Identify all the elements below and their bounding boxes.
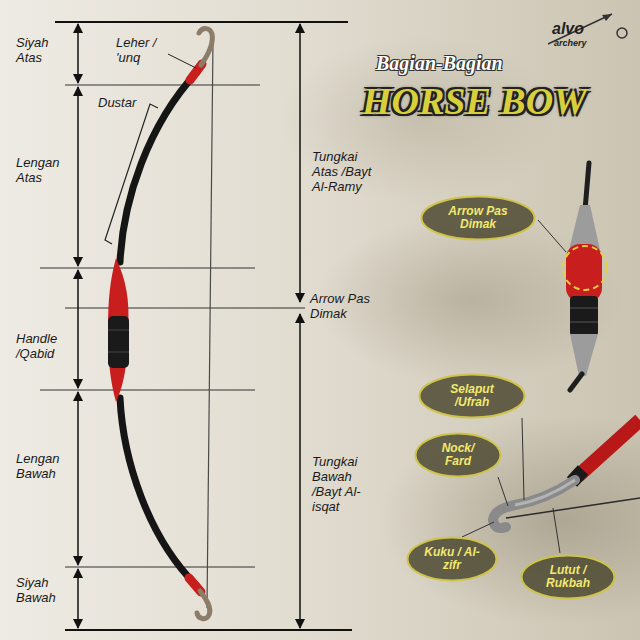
callout-oval: Selaput /Ufrah bbox=[418, 373, 526, 419]
logo-text: archery bbox=[554, 38, 587, 48]
part-label: Leher / 'unq bbox=[116, 36, 174, 66]
part-label: Tungkai Bawah /Bayt Al-isqat bbox=[312, 455, 378, 515]
part-label: Lengan Atas bbox=[16, 156, 70, 186]
callout-oval: Arrow Pas Dimak bbox=[420, 195, 536, 241]
part-label: Handle /Qabid bbox=[16, 332, 70, 362]
subtitle: Bagian-Bagian bbox=[376, 52, 503, 75]
callout-text: Arrow Pas Dimak bbox=[442, 205, 514, 231]
logo-text: alvo bbox=[552, 20, 584, 38]
part-label: Dustar bbox=[98, 96, 136, 111]
callout-oval: Lutut / Rukbah bbox=[520, 554, 616, 600]
part-label: Tungkai Atas /Bayt Al-Ramy bbox=[312, 150, 378, 195]
title: HORSE BOW bbox=[362, 80, 587, 124]
callout-text: Kuku / Al-zifr bbox=[424, 546, 480, 572]
part-label: Lengan Bawah bbox=[16, 452, 70, 482]
callout-oval: Nock/ Fard bbox=[414, 432, 502, 478]
part-label: Siyah Atas bbox=[16, 36, 66, 66]
callout-text: Nock/ Fard bbox=[432, 442, 484, 468]
callout-text: Selaput /Ufrah bbox=[440, 383, 504, 409]
part-label: Siyah Bawah bbox=[16, 576, 66, 606]
callout-oval: Kuku / Al-zifr bbox=[406, 536, 498, 582]
part-label: Arrow Pas Dimak bbox=[310, 292, 376, 322]
callout-text: Lutut / Rukbah bbox=[538, 564, 598, 590]
